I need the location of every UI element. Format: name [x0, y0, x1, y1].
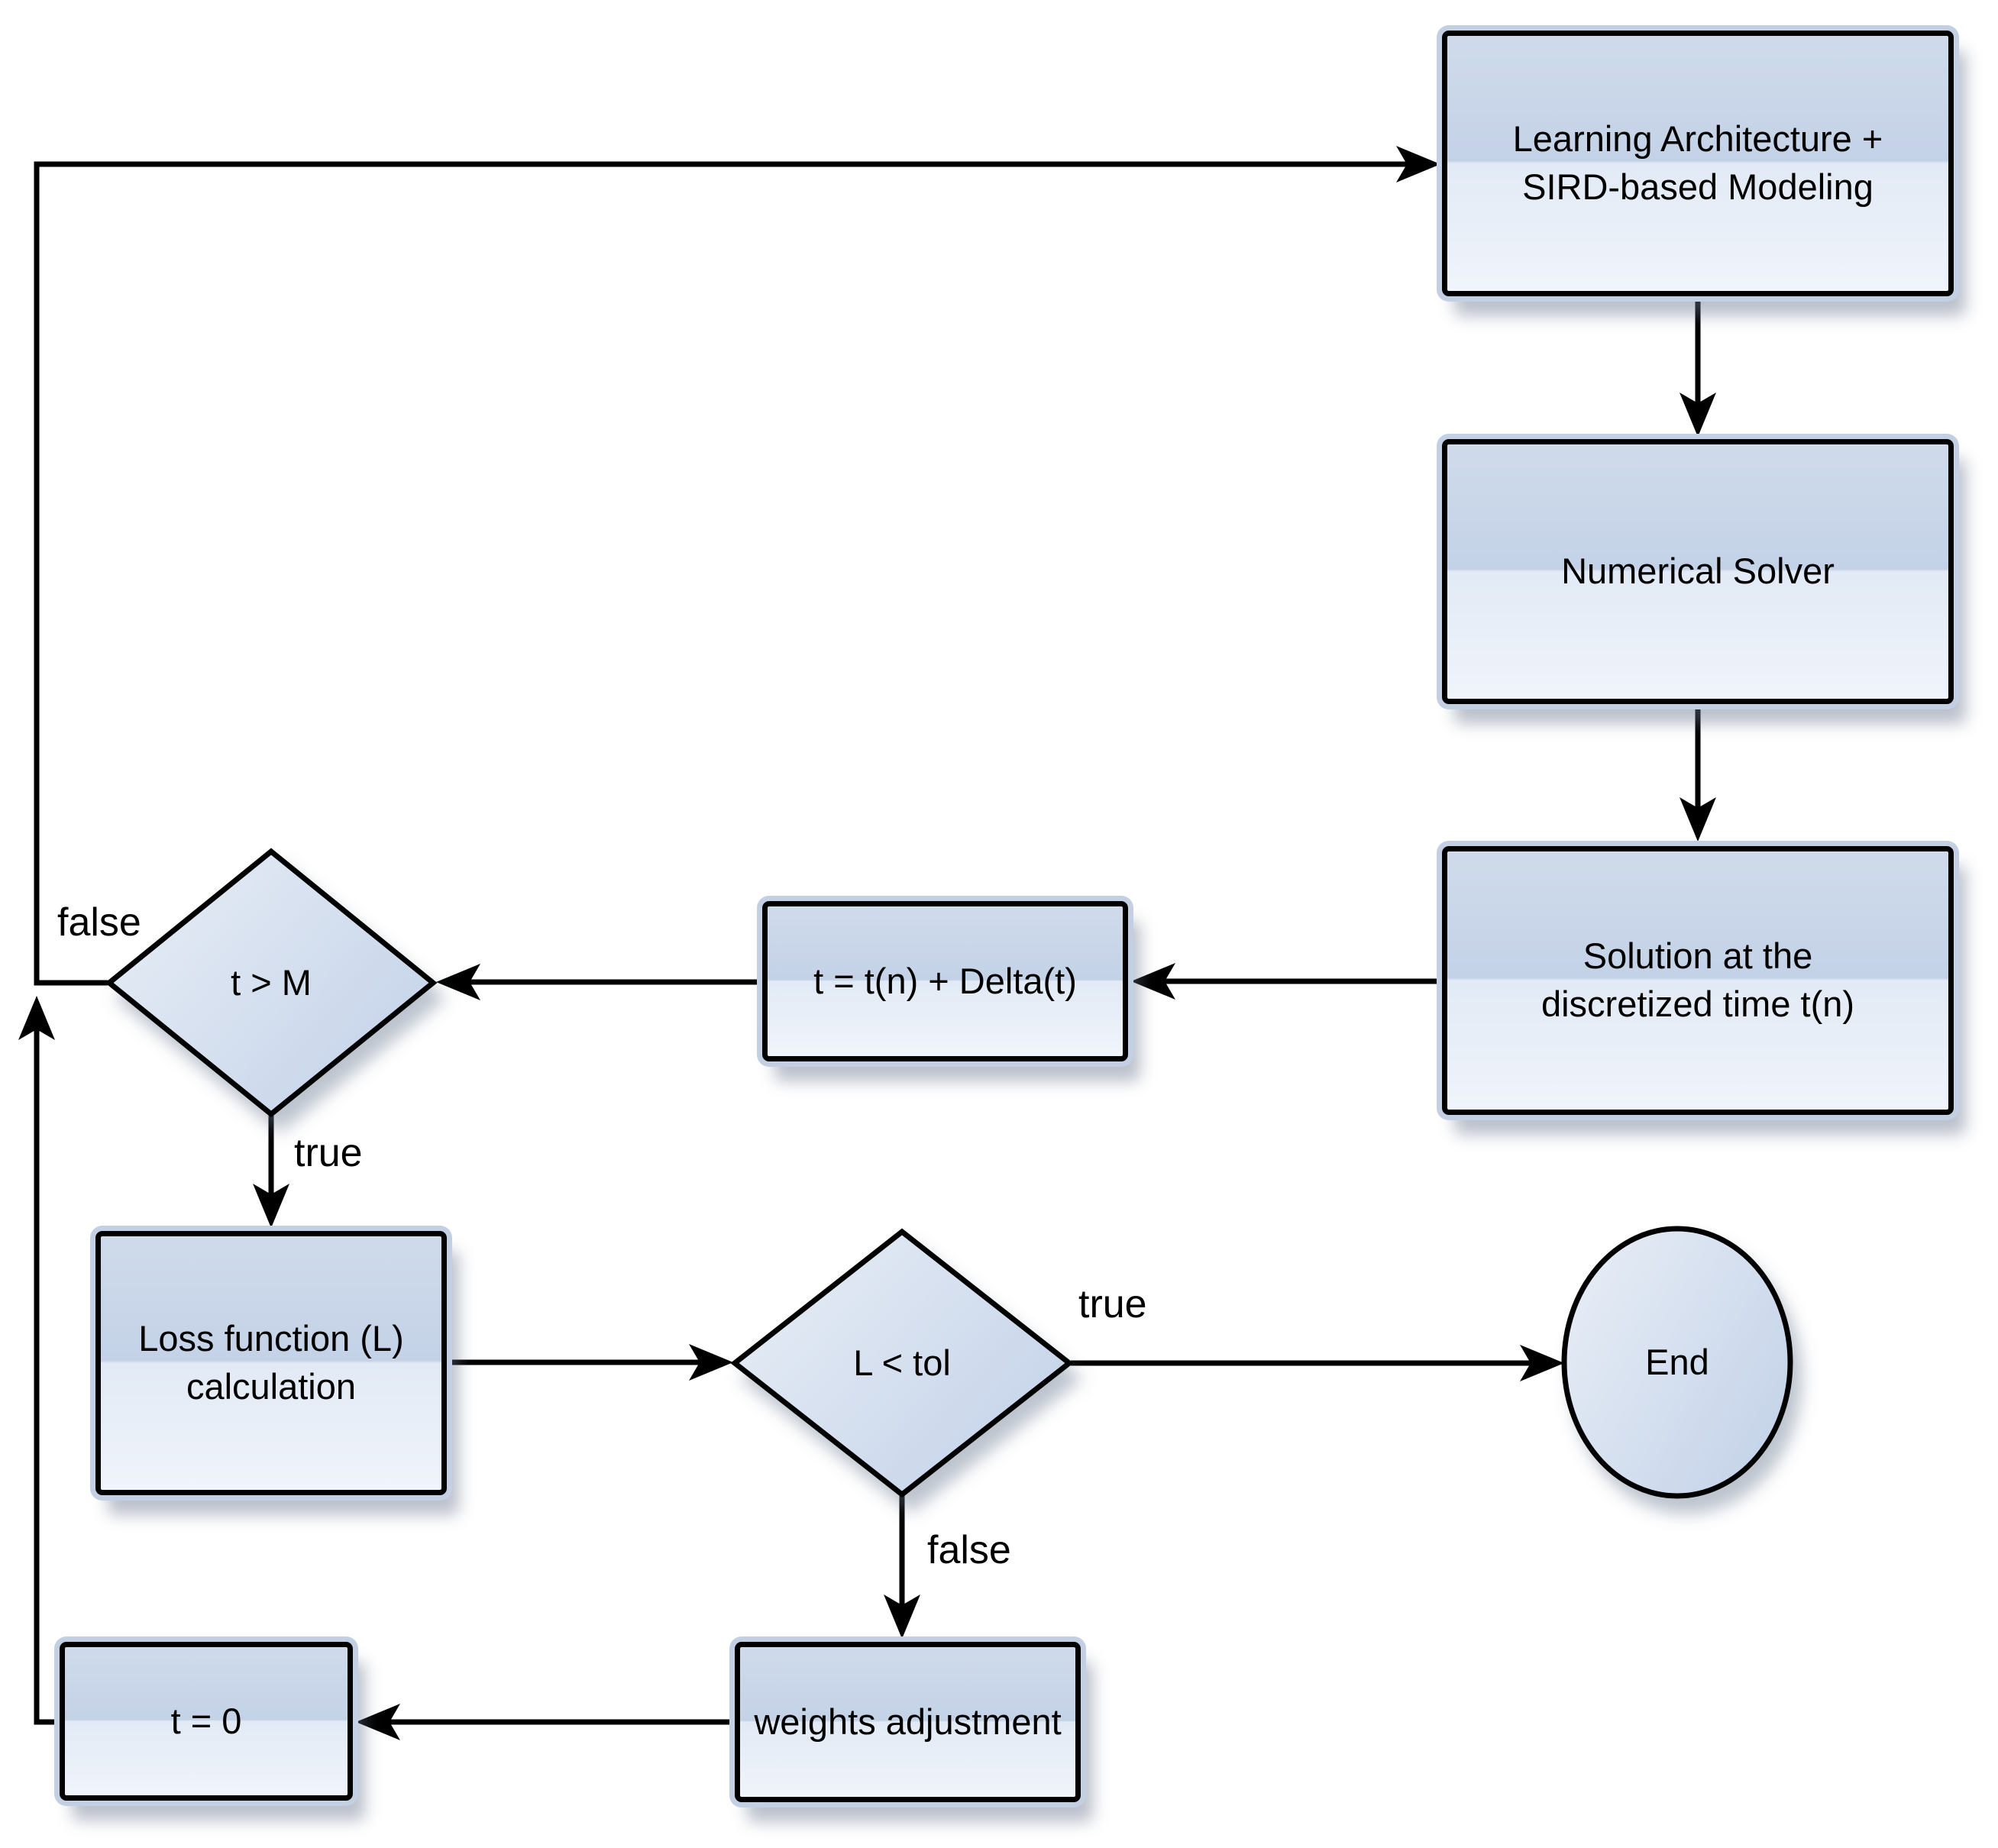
connector-layer [18, 146, 1716, 1740]
node-learning-architecture: Learning Architecture + SIRD-based Model… [1442, 31, 1954, 296]
edge-l-lt-tol-false-to-weights [884, 1496, 920, 1639]
edge-label-t-gt-m-true: true [294, 1131, 363, 1175]
node-label-loss-function-calculation: Loss function (L) calculation [138, 1318, 404, 1407]
edge-label-l-lt-tol-false: false [927, 1528, 1011, 1572]
edge-solver-to-solution [1680, 706, 1716, 842]
node-weights-adjustment: weights adjustment [735, 1642, 1081, 1802]
node-label-solution-discretized-time: Solution at the discretized time t(n) [1541, 935, 1855, 1024]
terminator-label-end: End [1645, 1342, 1709, 1383]
arrowhead-left [436, 964, 480, 1000]
node-label-weights-adjustment: weights adjustment [754, 1701, 1062, 1742]
arrowhead-left [356, 1704, 400, 1740]
edge-t-zero-to-loop [18, 996, 58, 1725]
node-label-t-zero: t = 0 [170, 1700, 242, 1741]
arrowhead-right [689, 1344, 733, 1381]
edge-loss-to-l-lt-tol [448, 1344, 733, 1381]
decision-label-t-gt-m: t > M [231, 962, 312, 1003]
node-label-numerical-solver: Numerical Solver [1561, 551, 1835, 592]
edge-solution-to-time-update [1131, 963, 1440, 1000]
arrowhead-down [1680, 393, 1716, 437]
node-time-update: t = t(n) + Delta(t) [762, 901, 1128, 1061]
edge-learning-to-solver [1680, 298, 1716, 437]
edge-t-gt-m-false-to-learning [34, 146, 1440, 986]
edge-l-lt-tol-true-to-end [1071, 1345, 1564, 1381]
node-label-learning-architecture: Learning Architecture + SIRD-based Model… [1512, 118, 1883, 207]
arrowhead-down [253, 1184, 289, 1228]
node-t-zero: t = 0 [60, 1642, 353, 1801]
arrowhead-up [18, 996, 55, 1040]
decision-label-l-lt-tol: L < tol [853, 1342, 951, 1384]
arrowhead-down [884, 1594, 920, 1639]
node-numerical-solver: Numerical Solver [1442, 439, 1954, 704]
decision-t-gt-m [105, 848, 438, 1118]
edge-label-t-gt-m-false: false [57, 900, 141, 945]
arrowhead-right [1520, 1345, 1564, 1381]
edge-time-update-to-t-gt-m [436, 964, 761, 1000]
edge-label-l-lt-tol-true: true [1078, 1282, 1147, 1326]
node-solution-discretized-time: Solution at the discretized time t(n) [1442, 846, 1954, 1115]
arrowhead-left [1131, 963, 1175, 1000]
node-loss-function-calculation: Loss function (L) calculation [95, 1231, 447, 1495]
arrowhead-right [1396, 146, 1440, 183]
terminator-end [1561, 1226, 1793, 1499]
edge-t-gt-m-true-to-loss [253, 1116, 289, 1228]
arrowhead-down [1680, 797, 1716, 842]
edge-weights-to-t-zero [356, 1704, 733, 1740]
node-label-time-update: t = t(n) + Delta(t) [813, 960, 1077, 1001]
decision-l-lt-tol [730, 1228, 1074, 1498]
